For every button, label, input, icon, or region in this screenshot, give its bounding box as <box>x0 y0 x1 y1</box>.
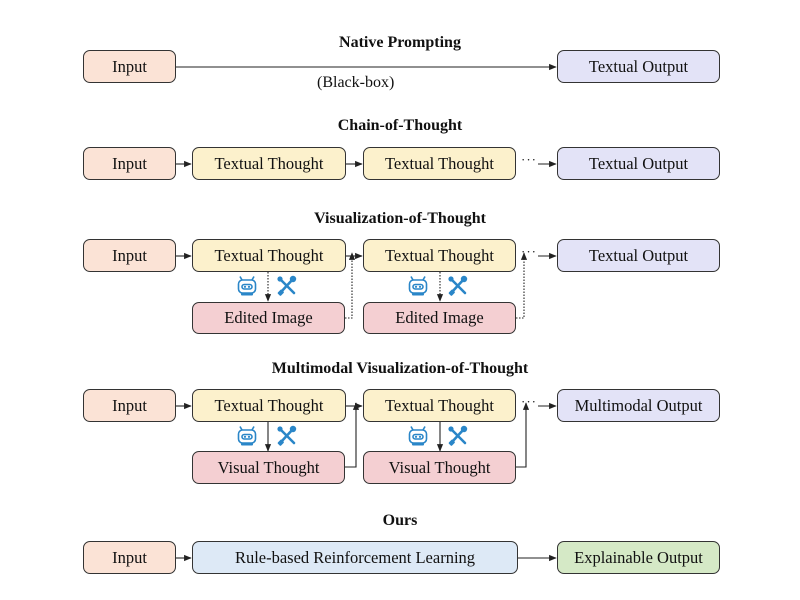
vot-title: Visualization-of-Thought <box>314 210 486 227</box>
vot-ellipsis: ··· <box>521 244 537 259</box>
ours-input-box: Input <box>83 541 176 574</box>
ours-title: Ours <box>382 512 418 529</box>
cot-thought-box-1: Textual Thought <box>192 147 346 180</box>
arrow-vot-image2-feedback <box>516 252 528 319</box>
vot-output-box: Textual Output <box>557 239 720 272</box>
native-input-box: Input <box>83 50 176 83</box>
cot-input-box: Input <box>83 147 176 180</box>
mvot-title: Multimodal Visualization-of-Thought <box>271 360 529 377</box>
tools-icon <box>448 425 468 446</box>
arrow-mvot-visual1-feedback <box>345 402 360 468</box>
mvot-thought-box-2: Textual Thought <box>363 389 516 422</box>
vot-thought-box-2: Textual Thought <box>363 239 516 272</box>
robot-icon <box>237 276 257 296</box>
mvot-output-box: Multimodal Output <box>557 389 720 422</box>
cot-output-box: Textual Output <box>557 147 720 180</box>
tools-icon <box>448 275 468 296</box>
ours-method-box: Rule-based Reinforcement Learning <box>192 541 518 574</box>
robot-icon <box>408 276 428 296</box>
tools-icon <box>277 425 297 446</box>
tools-icon <box>277 275 297 296</box>
robot-icon <box>408 426 428 446</box>
arrow-vot-image1-feedback <box>345 252 356 319</box>
robot-icon <box>237 426 257 446</box>
black-box-note: (Black-box) <box>317 74 395 91</box>
arrow-mvot-visual2-feedback <box>516 402 530 468</box>
cot-thought-box-2: Textual Thought <box>363 147 516 180</box>
vot-input-box: Input <box>83 239 176 272</box>
mvot-visual-thought-box-1: Visual Thought <box>192 451 345 484</box>
mvot-visual-thought-box-2: Visual Thought <box>363 451 516 484</box>
mvot-ellipsis: ··· <box>521 394 537 409</box>
vot-edited-image-box-1: Edited Image <box>192 302 345 334</box>
vot-edited-image-box-2: Edited Image <box>363 302 516 334</box>
cot-title: Chain-of-Thought <box>337 117 463 134</box>
vot-thought-box-1: Textual Thought <box>192 239 346 272</box>
mvot-thought-box-1: Textual Thought <box>192 389 346 422</box>
ours-output-box: Explainable Output <box>557 541 720 574</box>
native-prompting-title: Native Prompting <box>339 34 461 51</box>
cot-ellipsis: ··· <box>521 152 537 167</box>
mvot-input-box: Input <box>83 389 176 422</box>
native-output-box: Textual Output <box>557 50 720 83</box>
